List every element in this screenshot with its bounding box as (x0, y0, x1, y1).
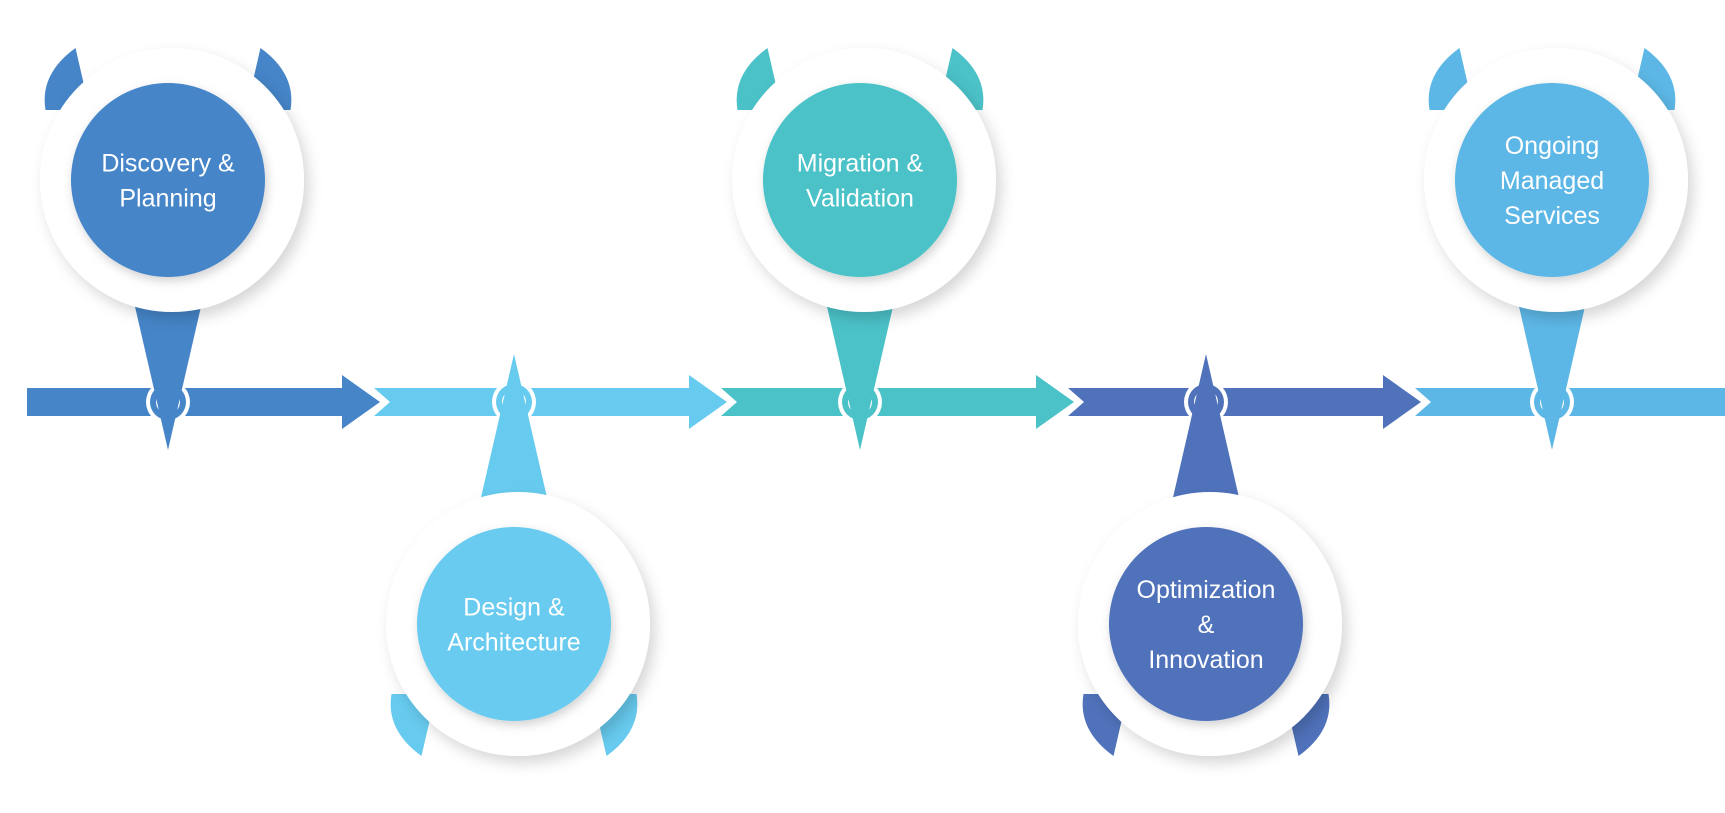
stage-label-line: Design & (463, 593, 565, 621)
stage-migration: Migration & Validation (732, 48, 996, 450)
stage-optimization: Optimization & Innovation (1078, 354, 1342, 756)
stage-circle-optimization (1109, 527, 1303, 721)
stage-label-line: Migration & (797, 149, 924, 177)
timeline-arrow-optimization (1068, 375, 1421, 429)
stage-circle-discovery (71, 83, 265, 277)
stage-discovery: Discovery & Planning (40, 48, 304, 450)
stage-label-line: Innovation (1148, 646, 1263, 674)
timeline-arrow-migration (721, 375, 1074, 429)
stage-circle-design (417, 527, 611, 721)
timeline-arrow-design (374, 375, 727, 429)
stage-label-line: Validation (806, 184, 914, 212)
stage-label-line: Discovery & (101, 149, 235, 177)
stage-label-line: & (1198, 611, 1215, 639)
stage-label-design: Design & Architecture (447, 593, 580, 656)
stage-label-line: Services (1504, 202, 1600, 230)
stage-label-discovery: Discovery & Planning (101, 149, 235, 212)
stage-label-line: Ongoing (1505, 132, 1600, 160)
stage-label-migration: Migration & Validation (797, 149, 924, 212)
stage-label-optimization: Optimization & Innovation (1137, 576, 1276, 674)
timeline-arrows (27, 375, 1725, 429)
stage-circle-migration (763, 83, 957, 277)
stage-label-line: Planning (119, 184, 216, 212)
stage-circle-ongoing (1455, 83, 1649, 277)
stage-design: Design & Architecture (386, 354, 650, 756)
stage-label-line: Architecture (447, 628, 580, 656)
stage-label-line: Optimization (1137, 576, 1276, 604)
stage-label-line: Managed (1500, 167, 1604, 195)
timeline-arrow-discovery (27, 375, 380, 429)
